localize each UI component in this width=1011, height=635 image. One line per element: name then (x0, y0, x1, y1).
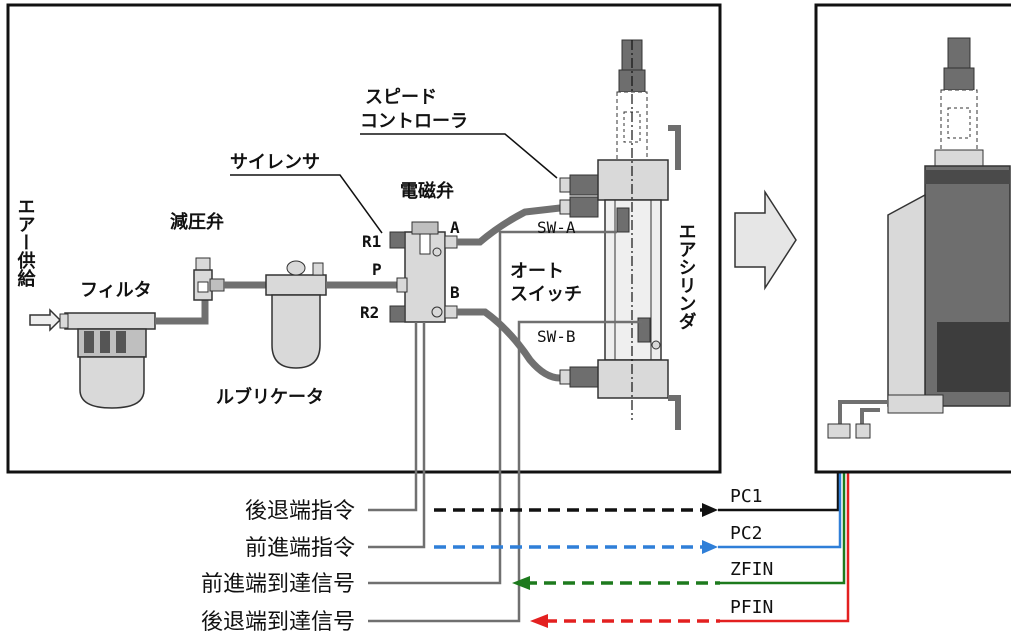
auto-switch-label-2: スイッチ (510, 284, 582, 305)
regulator-label: 減圧弁 (170, 211, 224, 233)
pipe-valve-a-cylinder (457, 204, 561, 246)
port-p-label: P (372, 260, 382, 279)
speed-controller-upper (559, 174, 599, 218)
solenoid-valve-unit (389, 221, 458, 323)
air-supply-label: エアー供給 (15, 197, 37, 288)
filter-label: フィルタ (80, 280, 152, 301)
sw-a-label: SW-A (537, 218, 576, 237)
signal-label-extend-complete: 前進端到達信号 (201, 572, 355, 597)
pipe-valve-b-cylinder (457, 308, 561, 382)
signal-code-zfin: ZFIN (730, 559, 773, 580)
signal-arrows (434, 508, 720, 623)
lubricator-label: ルブリケータ (216, 386, 324, 408)
signal-code-pc1: PC1 (730, 486, 763, 507)
signal-code-pfin: PFIN (730, 597, 773, 618)
signal-code-pc2: PC2 (730, 523, 763, 544)
port-r1-label: R1 (362, 232, 381, 251)
air-cylinder-label: エアシリンダ (676, 222, 697, 330)
pipe-filter-regulator (155, 300, 209, 325)
speed-controller-label-1: スピード (365, 87, 437, 108)
air-cylinder-unit (597, 39, 681, 430)
silencer-label: サイレンサ (230, 152, 320, 173)
sw-b-label: SW-B (537, 327, 576, 346)
solenoid-valve-label: 電磁弁 (400, 180, 454, 202)
air-supply-arrow (29, 308, 62, 332)
signal-cables (368, 230, 642, 623)
leader-lines (230, 133, 558, 234)
port-a-label: A (450, 218, 460, 237)
filter-unit (59, 312, 156, 409)
port-b-label: B (450, 283, 460, 302)
signal-label-retract-command: 後退端指令 (245, 499, 355, 524)
port-r2-label: R2 (360, 303, 379, 322)
conversion-arrow (734, 189, 797, 291)
signal-label-extend-command: 前進端指令 (245, 536, 355, 561)
lubricator-unit (265, 260, 327, 369)
electric-actuator-unit (827, 37, 1011, 439)
speed-controller-lower (559, 366, 599, 388)
speed-controller-label-2: コントローラ (360, 111, 468, 132)
auto-switch-label-1: オート (510, 261, 564, 282)
signal-arrowheads (512, 503, 718, 628)
regulator-unit (193, 257, 225, 301)
signal-label-retract-complete: 後退端到達信号 (201, 610, 355, 635)
